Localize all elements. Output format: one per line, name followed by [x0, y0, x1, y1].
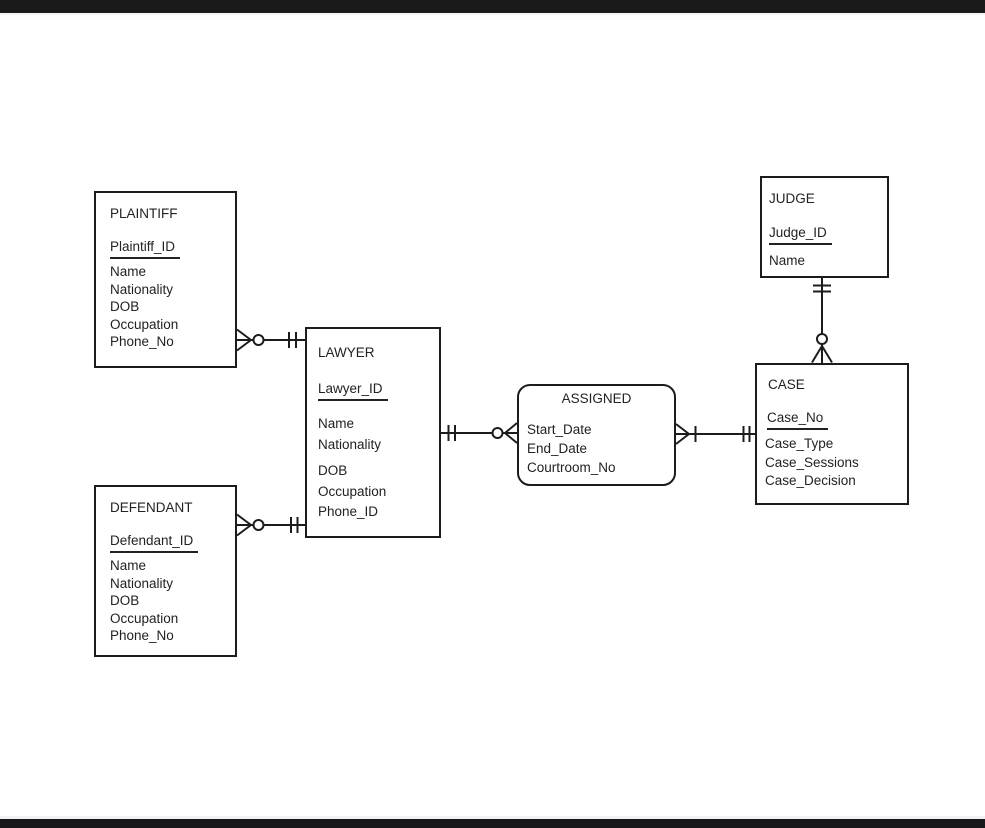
relationship-judge-case [811, 278, 833, 364]
attribute: Name [318, 416, 355, 431]
attribute: Phone_ID [318, 504, 379, 519]
primary-key-row: Plaintiff_ID [110, 239, 235, 259]
entity-judge: JUDGE Judge_ID Name [760, 176, 889, 278]
bottom-letterbox-bar [0, 819, 985, 828]
entity-title: ASSIGNED [561, 391, 632, 406]
relationship-assigned-case [675, 423, 755, 445]
relationship-lawyer-assigned [441, 422, 518, 444]
double-tick-icon [742, 426, 751, 442]
double-tick-icon [290, 517, 299, 533]
attribute: Occupation [110, 316, 179, 332]
top-bar-edge [0, 13, 985, 15]
primary-key-attribute: Case_No [767, 410, 829, 430]
primary-key-attribute: Judge_ID [769, 225, 832, 245]
attribute-list: Start_Date End_Date Courtroom_No [527, 420, 674, 477]
crows-foot-icon [811, 345, 833, 364]
optional-circle-icon [252, 334, 265, 346]
entity-title: LAWYER [318, 345, 375, 360]
crows-foot-icon [236, 328, 252, 352]
primary-key-row: Judge_ID [769, 225, 887, 245]
attribute: Name [110, 264, 147, 279]
attribute: Case_Decision [765, 473, 856, 488]
optional-circle-icon [252, 519, 265, 531]
bottom-bar-edge [0, 816, 985, 819]
primary-key-row: Lawyer_ID [318, 381, 439, 401]
primary-key-row: Defendant_ID [110, 533, 235, 553]
double-tick-icon [813, 284, 831, 293]
attribute-list: Name Nationality DOB Occupation Phone_No [110, 263, 235, 351]
entity-title: PLAINTIFF [110, 206, 178, 221]
double-tick-icon [288, 332, 297, 348]
primary-key-attribute: Lawyer_ID [318, 381, 388, 401]
attribute-list: Case_Type Case_Sessions Case_Decision [765, 435, 907, 491]
relationship-defendant-lawyer [236, 513, 305, 537]
attribute: DOB [318, 463, 348, 478]
attribute: Nationality [318, 436, 382, 452]
crows-foot-icon [236, 513, 252, 537]
entity-case: CASE Case_No Case_Type Case_Sessions Cas… [755, 363, 909, 505]
primary-key-attribute: Plaintiff_ID [110, 239, 181, 259]
entity-title: CASE [768, 377, 805, 392]
attribute: Occupation [318, 483, 387, 499]
attribute: Nationality [110, 575, 174, 591]
attribute-list: Name [769, 252, 887, 269]
attribute: Nationality [110, 281, 174, 297]
optional-circle-icon [491, 427, 504, 439]
attribute: Start_Date [527, 422, 592, 437]
attribute: Name [769, 253, 806, 268]
crows-foot-icon [675, 423, 690, 445]
double-tick-icon [447, 425, 456, 441]
attribute: Phone_No [110, 334, 174, 349]
attribute: Occupation [110, 610, 179, 626]
crows-foot-icon [504, 422, 518, 444]
attribute: End_Date [527, 441, 588, 456]
attribute: DOB [110, 299, 140, 314]
attribute: Case_Type [765, 436, 834, 451]
primary-key-row: Case_No [767, 410, 907, 430]
attribute-list: Name Nationality DOB Occupation Phone_ID [318, 414, 439, 523]
top-letterbox-bar [0, 0, 985, 13]
entity-defendant: DEFENDANT Defendant_ID Name Nationality … [94, 485, 237, 657]
attribute: Phone_No [110, 628, 174, 643]
entity-title: DEFENDANT [110, 500, 193, 515]
attribute-list: Name Nationality DOB Occupation Phone_No [110, 557, 235, 645]
entity-plaintiff: PLAINTIFF Plaintiff_ID Name Nationality … [94, 191, 237, 368]
relationship-plaintiff-lawyer [236, 328, 305, 352]
attribute: Courtroom_No [527, 460, 616, 475]
entity-assigned: ASSIGNED Start_Date End_Date Courtroom_N… [517, 384, 676, 486]
entity-lawyer: LAWYER Lawyer_ID Name Nationality DOB Oc… [305, 327, 441, 538]
entity-title: JUDGE [769, 191, 815, 206]
primary-key-attribute: Defendant_ID [110, 533, 199, 553]
attribute: Case_Sessions [765, 454, 859, 470]
attribute: DOB [110, 593, 140, 608]
optional-circle-icon [816, 333, 828, 345]
attribute: Name [110, 558, 147, 573]
